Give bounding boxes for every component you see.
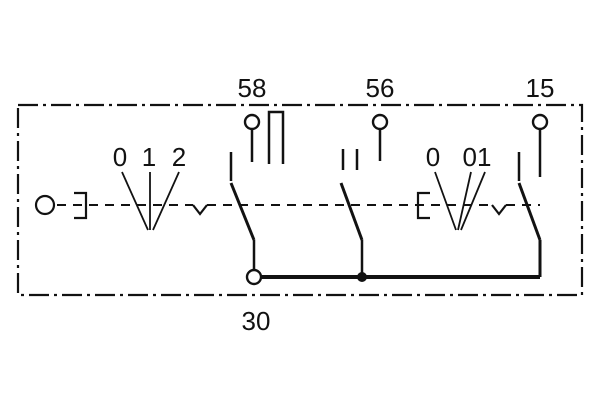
actuator-knob-icon bbox=[34, 194, 56, 216]
detent-notch-left bbox=[192, 204, 208, 216]
terminal-58-post bbox=[243, 113, 261, 131]
terminal-30-label: 30 bbox=[242, 306, 271, 336]
coupling-bracket-left bbox=[74, 191, 88, 220]
terminal-30-post bbox=[245, 268, 263, 286]
selector-line-left-2 bbox=[152, 171, 180, 231]
selector-line-left-0 bbox=[121, 171, 149, 231]
contact-fork-58 bbox=[267, 110, 285, 164]
enclosure-frame bbox=[16, 103, 584, 297]
terminal-58-label: 58 bbox=[238, 73, 267, 103]
selector-line-right-0 bbox=[434, 171, 457, 231]
position-label-right-0: 0 bbox=[426, 142, 440, 172]
switch-blade-15 bbox=[517, 182, 542, 241]
selector-line-right-0b bbox=[457, 171, 472, 231]
position-label-right-01: 01 bbox=[463, 142, 492, 172]
terminal-15-post bbox=[531, 113, 549, 131]
position-label-left-2: 2 bbox=[172, 142, 186, 172]
terminal-56-label: 56 bbox=[366, 73, 395, 103]
detent-notch-right bbox=[491, 204, 507, 216]
terminal-56-post bbox=[371, 113, 389, 131]
terminal-15-label: 15 bbox=[526, 73, 555, 103]
position-label-left-0: 0 bbox=[113, 142, 127, 172]
position-label-left-1: 1 bbox=[142, 142, 156, 172]
switch-blade-56 bbox=[339, 182, 364, 241]
switch-blade-58 bbox=[229, 182, 256, 241]
junction-dot bbox=[357, 272, 367, 282]
selector-line-right-1 bbox=[460, 171, 486, 231]
